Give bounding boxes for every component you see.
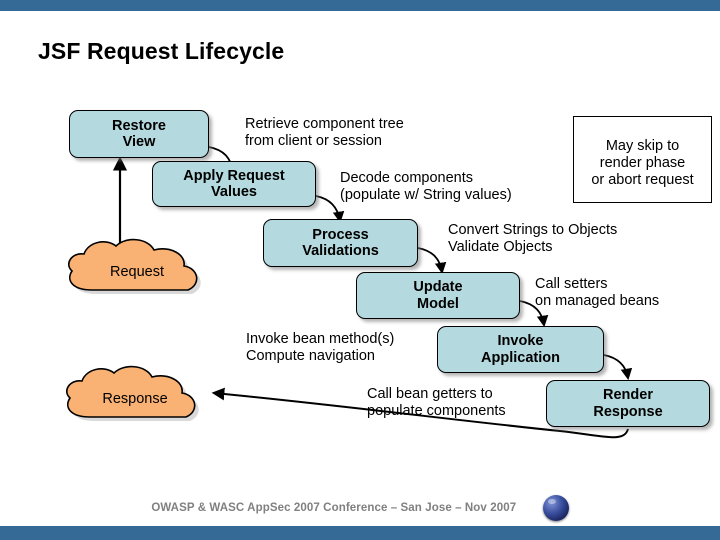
- note-line1: Convert Strings to Objects: [448, 222, 618, 238]
- arrow-apply-request-to-process-validations: [315, 195, 345, 224]
- request-cloud: Request: [62, 238, 212, 306]
- note-line1: Call setters: [535, 276, 608, 292]
- response-cloud: Response: [60, 365, 210, 433]
- phase-box-process-validations[interactable]: Process Validations: [263, 219, 418, 267]
- arrow-update-model-to-invoke-application: [519, 300, 549, 328]
- phase-label-line2: Response: [593, 403, 663, 420]
- footer-text: OWASP & WASC AppSec 2007 Conference – Sa…: [151, 502, 517, 514]
- note-restore-view: Retrieve component tree from client or s…: [245, 116, 404, 150]
- note-line2: Compute navigation: [246, 348, 375, 365]
- phase-box-apply-request-values[interactable]: Apply Request Values: [152, 161, 316, 207]
- phase-label-line2: Application: [481, 349, 560, 366]
- phase-box-render-response[interactable]: Render Response: [546, 380, 710, 427]
- phase-label-line2: Validations: [302, 243, 379, 259]
- note-line1: Decode components: [340, 170, 473, 186]
- request-cloud-shape: [68, 238, 201, 294]
- arrow-invoke-application-to-render-response: [603, 354, 633, 381]
- response-cloud-shape: [66, 365, 199, 421]
- phase-box-invoke-application[interactable]: Invoke Application: [437, 326, 604, 373]
- note-process-validations: Convert Strings to Objects Validate Obje…: [448, 222, 617, 256]
- phase-label-line1: Render: [603, 387, 653, 404]
- note-line2: (populate w/ String values): [340, 187, 512, 204]
- arrow-process-validations-to-update-model: [417, 247, 447, 275]
- phase-label-line1: Invoke: [497, 333, 544, 350]
- note-invoke-application: Invoke bean method(s) Compute navigation: [246, 331, 394, 365]
- phase-label-line1: Process: [312, 226, 369, 243]
- phase-label-line2: Model: [417, 295, 459, 312]
- top-accent-bar: [0, 0, 720, 11]
- note-line2: populate components: [367, 403, 506, 420]
- phase-label-line2: View: [122, 134, 156, 150]
- note-line2: Validate Objects: [448, 239, 553, 256]
- owasp-globe-logo-icon: [542, 495, 569, 521]
- note-line1: Call bean getters to: [367, 386, 493, 402]
- page-title: JSF Request Lifecycle: [38, 38, 285, 64]
- legend-box: May skip to render phase or abort reques…: [573, 116, 712, 203]
- note-update-model: Call setters on managed beans: [535, 276, 659, 310]
- note-line2: from client or session: [245, 133, 382, 150]
- phase-label-line1: Restore: [112, 117, 166, 134]
- arrow-render-response-to-response-cloud: [211, 387, 629, 439]
- phase-box-update-model[interactable]: Update Model: [356, 272, 520, 319]
- legend-line1: May skip to: [605, 138, 680, 154]
- note-render-response: Call bean getters to populate components: [367, 386, 506, 420]
- phase-label-line1: Apply Request: [183, 167, 285, 184]
- phase-box-restore-view[interactable]: Restore View: [69, 110, 209, 158]
- footer: OWASP & WASC AppSec 2007 Conference – Sa…: [0, 495, 720, 521]
- note-line1: Retrieve component tree: [245, 116, 404, 132]
- bottom-accent-bar: [0, 526, 720, 540]
- note-line2: on managed beans: [535, 293, 660, 310]
- phase-label-line2: Values: [211, 184, 257, 200]
- note-apply-request-values: Decode components (populate w/ String va…: [340, 170, 512, 204]
- legend-line3: or abort request: [591, 171, 694, 188]
- legend-line2: render phase: [599, 154, 686, 171]
- note-line1: Invoke bean method(s): [246, 331, 395, 347]
- phase-label-line1: Update: [413, 279, 463, 296]
